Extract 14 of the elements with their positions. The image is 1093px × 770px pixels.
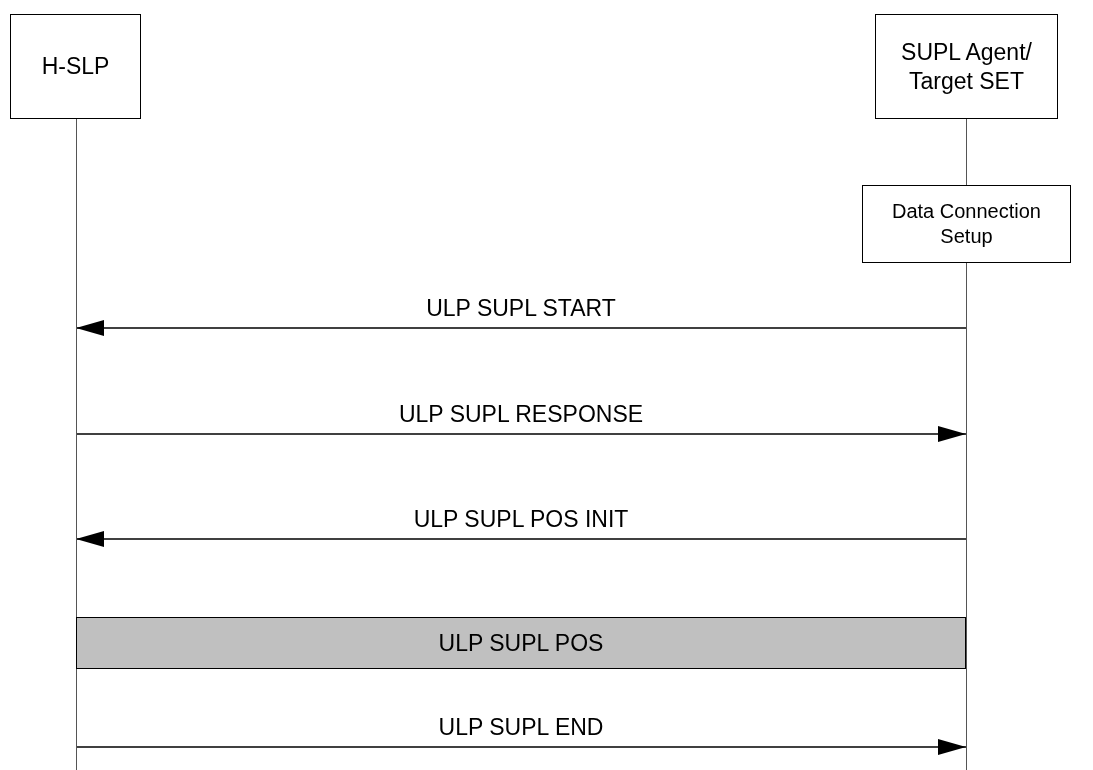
node-label: SUPL Agent/ Target SET [900,37,1033,96]
participant-box [862,185,1071,263]
message-arrow [75,739,967,755]
message-arrow [75,531,967,547]
participant-box [10,14,141,119]
node-label: Data Connection Setup [891,199,1042,249]
lifeline [966,118,967,186]
participant-box [875,14,1058,119]
node-label: ULP SUPL POS [438,628,604,658]
node-label: H-SLP [41,52,110,81]
process-band [76,617,966,669]
lifeline [966,263,967,770]
message-arrow [75,320,967,336]
message-arrow [75,426,967,442]
